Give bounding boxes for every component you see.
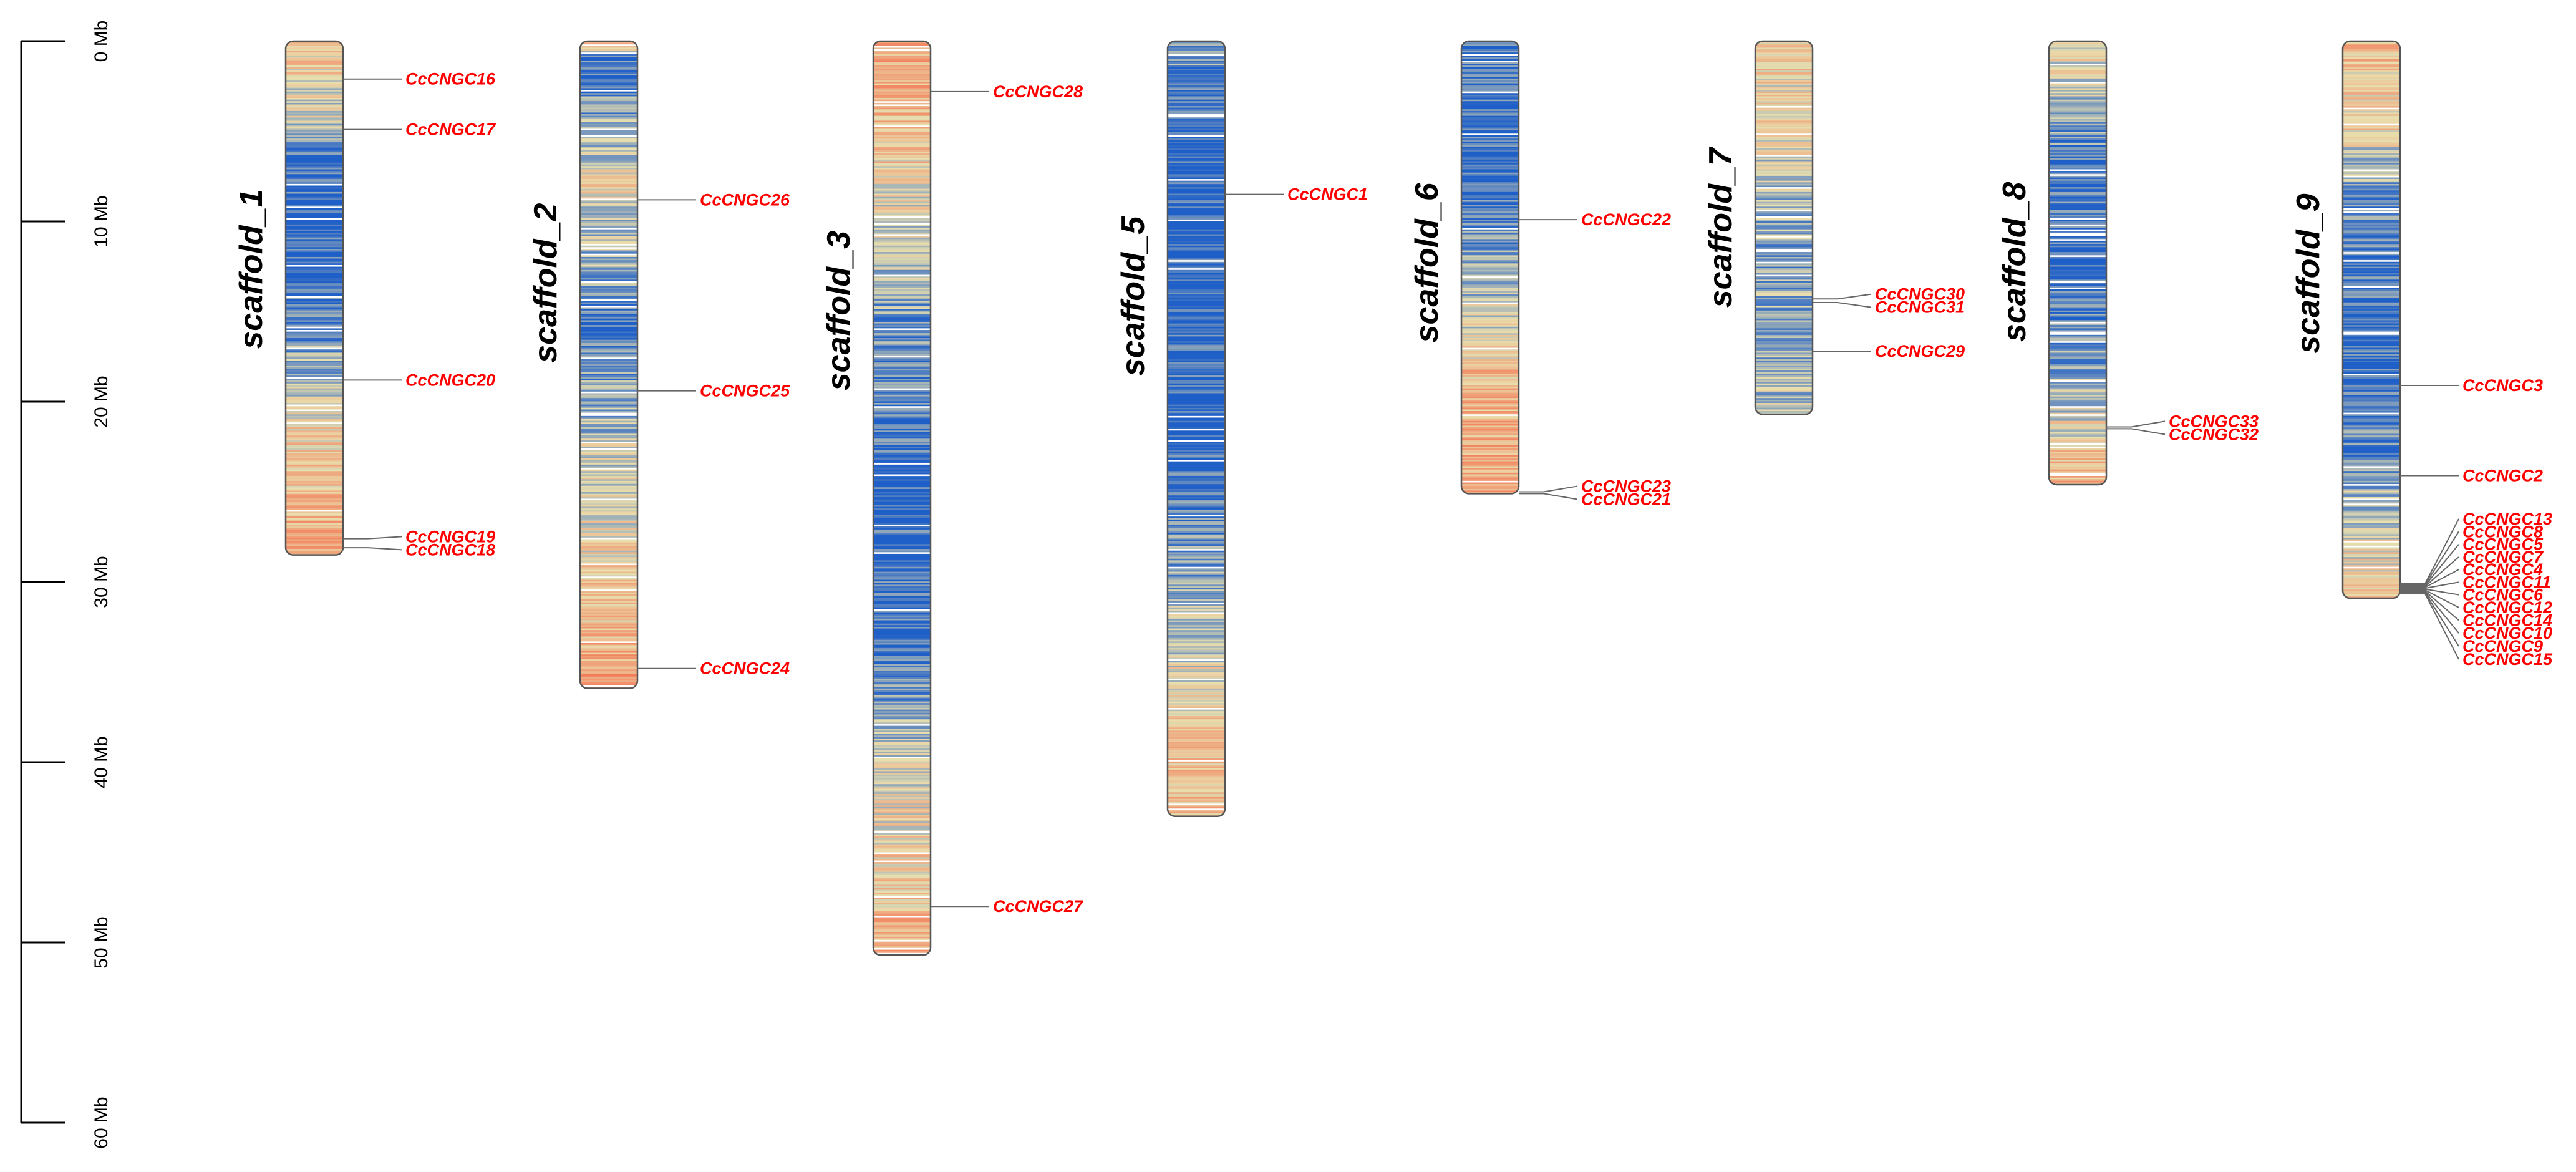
gene-leader-line bbox=[2400, 589, 2459, 608]
gene-label: CcCNGC6 bbox=[2462, 586, 2544, 604]
gene-leader-line bbox=[2400, 593, 2459, 660]
gene-label: CcCNGC5 bbox=[2462, 535, 2544, 554]
chromosome-outline bbox=[2048, 40, 2108, 486]
gene-leader-line bbox=[2106, 428, 2166, 435]
gene-label: CcCNGC25 bbox=[700, 382, 790, 400]
gene-label: CcCNGC8 bbox=[2462, 522, 2543, 541]
scale-bar-tick-label: 10 Mb bbox=[91, 195, 112, 247]
chromosome-label: scaffold_6 bbox=[1409, 182, 1445, 342]
gene-leader-line bbox=[343, 536, 402, 540]
chromosome-outline bbox=[1166, 40, 1226, 817]
chromosome-label: scaffold_3 bbox=[821, 231, 857, 390]
gene-leader-line bbox=[1519, 493, 1578, 500]
gene-label: CcCNGC23 bbox=[1581, 477, 1671, 495]
gene-label: CcCNGC14 bbox=[2462, 611, 2552, 629]
scale-bar-tick-label: 60 Mb bbox=[91, 1097, 112, 1148]
gene-label: CcCNGC29 bbox=[1875, 342, 1965, 361]
gene-label: CcCNGC26 bbox=[700, 190, 790, 209]
gene-leader-line bbox=[2400, 556, 2459, 588]
gene-leader-line bbox=[2400, 581, 2459, 589]
density-bands bbox=[1755, 41, 1813, 415]
scale-bar-tick-label: 50 Mb bbox=[91, 916, 112, 968]
chromosome-scaffold_9: scaffold_9CcCNGC3CcCNGC2CcCNGC13CcCNGC8C… bbox=[2290, 40, 2553, 669]
gene-leader-line bbox=[343, 547, 402, 551]
density-bands bbox=[286, 41, 343, 555]
gene-label: CcCNGC15 bbox=[2462, 650, 2553, 669]
gene-leader-line bbox=[1813, 293, 1872, 300]
chromosome-label: scaffold_5 bbox=[1115, 216, 1151, 376]
gene-leader-line bbox=[1519, 485, 1578, 493]
gene-label: CcCNGC21 bbox=[1581, 490, 1671, 508]
chromosome-label: scaffold_1 bbox=[233, 189, 269, 349]
chromosome-outline bbox=[579, 40, 639, 689]
gene-label: CcCNGC2 bbox=[2462, 466, 2543, 485]
gene-label: CcCNGC31 bbox=[1875, 298, 1965, 317]
gene-leader-line bbox=[1813, 302, 1872, 308]
gene-label: CcCNGC24 bbox=[700, 659, 790, 678]
gene-label: CcCNGC13 bbox=[2462, 510, 2552, 528]
gene-leader-line bbox=[2400, 588, 2459, 596]
gene-label: CcCNGC10 bbox=[2462, 624, 2552, 642]
chromosome-scaffold_5: scaffold_5 CcCNGC1 bbox=[1115, 40, 1368, 817]
density-bands bbox=[873, 41, 931, 956]
chromosome-outline bbox=[2341, 40, 2401, 599]
gene-leader-line bbox=[2400, 591, 2459, 634]
gene-label: CcCNGC11 bbox=[2462, 573, 2551, 591]
gene-leader-line bbox=[2400, 569, 2459, 588]
chromosome-outline bbox=[872, 40, 932, 956]
scale-bar-tick-label: 40 Mb bbox=[91, 736, 112, 788]
chromosome-label: scaffold_8 bbox=[1997, 182, 2033, 342]
scale-bar: 0 Mb 10 Mb 20 Mb 30 Mb 40 Mb 50 Mb 60 Mb bbox=[20, 21, 112, 1149]
gene-leader-line bbox=[2106, 420, 2166, 428]
density-bands bbox=[2049, 41, 2106, 485]
chromosome-group: scaffold_1CcCNGC16CcCNGC17CcCNGC20CcCNGC… bbox=[233, 40, 2553, 956]
gene-label: CcCNGC7 bbox=[2462, 548, 2544, 566]
gene-label: CcCNGC20 bbox=[405, 370, 495, 389]
gene-label: CcCNGC19 bbox=[405, 527, 495, 546]
density-bands bbox=[580, 41, 637, 689]
scale-bar-tick-label: 20 Mb bbox=[91, 375, 112, 427]
gene-leader-line bbox=[2400, 592, 2459, 647]
gene-label: CcCNGC12 bbox=[2462, 598, 2552, 617]
gene-label: CcCNGC1 bbox=[1287, 185, 1368, 204]
scale-bar-tick-label: 0 Mb bbox=[91, 21, 112, 62]
gene-label: CcCNGC16 bbox=[405, 70, 496, 89]
gene-label: CcCNGC3 bbox=[2462, 376, 2543, 395]
gene-label: CcCNGC18 bbox=[405, 540, 495, 559]
gene-label: CcCNGC30 bbox=[1875, 285, 1965, 304]
gene-label: CcCNGC17 bbox=[405, 120, 496, 139]
gene-leader-line bbox=[2400, 590, 2459, 621]
gene-label: CcCNGC28 bbox=[993, 82, 1083, 101]
gene-label: CcCNGC22 bbox=[1581, 210, 1671, 229]
density-bands bbox=[2343, 41, 2400, 599]
gene-leader-line bbox=[2400, 531, 2459, 586]
gene-label: CcCNGC4 bbox=[2462, 560, 2543, 579]
chromosome-label: scaffold_7 bbox=[1703, 147, 1739, 308]
chromosome-label: scaffold_2 bbox=[528, 203, 564, 362]
chromosome-outline bbox=[284, 40, 344, 556]
gene-label: CcCNGC33 bbox=[2169, 412, 2259, 430]
gene-label: CcCNGC9 bbox=[2462, 637, 2543, 656]
scale-bar-tick-label: 30 Mb bbox=[91, 556, 112, 608]
gene-label: CcCNGC27 bbox=[993, 897, 1084, 916]
density-bands bbox=[1461, 41, 1519, 494]
chromosome-outline bbox=[1460, 40, 1520, 495]
chromosome-label: scaffold_9 bbox=[2290, 193, 2327, 353]
chromosome-scaffold_1: scaffold_1 CcCNGC16CcCNGC17CcCNGC20CcCNGC… bbox=[233, 40, 496, 559]
chromosome-outline bbox=[1754, 40, 1814, 415]
density-bands bbox=[1168, 41, 1225, 816]
gene-label: CcCNGC32 bbox=[2169, 425, 2259, 443]
gene-leader-line bbox=[2400, 544, 2459, 586]
